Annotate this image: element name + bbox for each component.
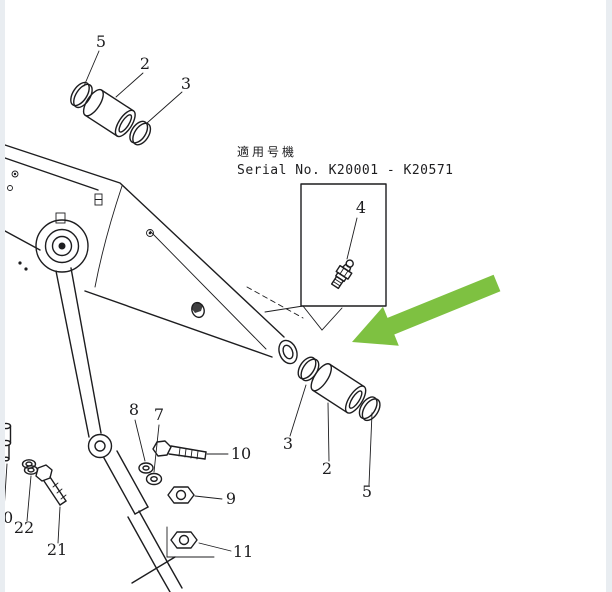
part-number-label: 9 bbox=[226, 489, 236, 508]
serial-note-text: Serial No. K20001 - K20571 bbox=[237, 163, 454, 178]
part-number-label: 5 bbox=[96, 32, 106, 51]
part-callout-3-right: 3 bbox=[283, 384, 307, 453]
part-callout-2-top: 2 bbox=[115, 54, 150, 98]
part-callout-5-right: 5 bbox=[362, 412, 373, 501]
serial-note-jp: 適用号機 bbox=[237, 144, 297, 159]
part-number-label: 3 bbox=[181, 74, 191, 93]
serial-note: 適用号機 Serial No. K20001 - K20571 bbox=[237, 144, 454, 178]
part-callout-9: 9 bbox=[194, 489, 236, 508]
part-callout-21: 21 bbox=[47, 506, 67, 559]
part-callout-3-top: 3 bbox=[146, 74, 191, 124]
part-number-label: 2 bbox=[140, 54, 150, 73]
bolt bbox=[152, 440, 207, 460]
grease-fitting bbox=[330, 259, 354, 290]
part-number-label: 22 bbox=[14, 518, 34, 537]
fasteners bbox=[138, 440, 215, 558]
part-number-label: 2 bbox=[322, 459, 332, 478]
part-number-label: 3 bbox=[283, 434, 293, 453]
part-callout-10: 10 bbox=[206, 444, 251, 463]
part-number-label: 10 bbox=[231, 444, 251, 463]
boom-drawing bbox=[4, 144, 343, 365]
part-callout-8: 8 bbox=[129, 400, 146, 462]
part-number-label: 5 bbox=[362, 482, 372, 501]
grease-fitting-box bbox=[300, 183, 387, 307]
part-number-label: 4 bbox=[356, 198, 366, 217]
part-number-label: 21 bbox=[47, 540, 67, 559]
part-callout-4: 4 bbox=[346, 198, 366, 260]
part-callout-22: 22 bbox=[14, 475, 34, 537]
top-bushing-assembly bbox=[70, 81, 152, 146]
part-callout-11: 11 bbox=[198, 542, 253, 561]
part-callout-2-right: 2 bbox=[322, 402, 332, 478]
part-callout-5-top: 5 bbox=[83, 32, 106, 87]
nut-upper bbox=[167, 486, 195, 504]
page-edge-right bbox=[606, 0, 612, 592]
right-bushing-assembly bbox=[297, 356, 381, 422]
detail-box bbox=[300, 183, 387, 307]
link-and-cylinder bbox=[55, 267, 183, 592]
part-number-label: 8 bbox=[129, 400, 139, 419]
part-number-label: 11 bbox=[233, 542, 253, 561]
washer-lower bbox=[145, 472, 163, 486]
washer-upper bbox=[138, 462, 154, 474]
part-callout-7: 7 bbox=[153, 405, 164, 473]
nut-lower bbox=[166, 526, 215, 558]
edge-parts bbox=[0, 422, 67, 506]
page-edge-left bbox=[0, 0, 5, 592]
part-number-label: 7 bbox=[154, 405, 164, 424]
bolt-edge bbox=[35, 464, 67, 506]
highlight-arrow bbox=[352, 274, 501, 346]
washer-edge bbox=[21, 459, 39, 475]
